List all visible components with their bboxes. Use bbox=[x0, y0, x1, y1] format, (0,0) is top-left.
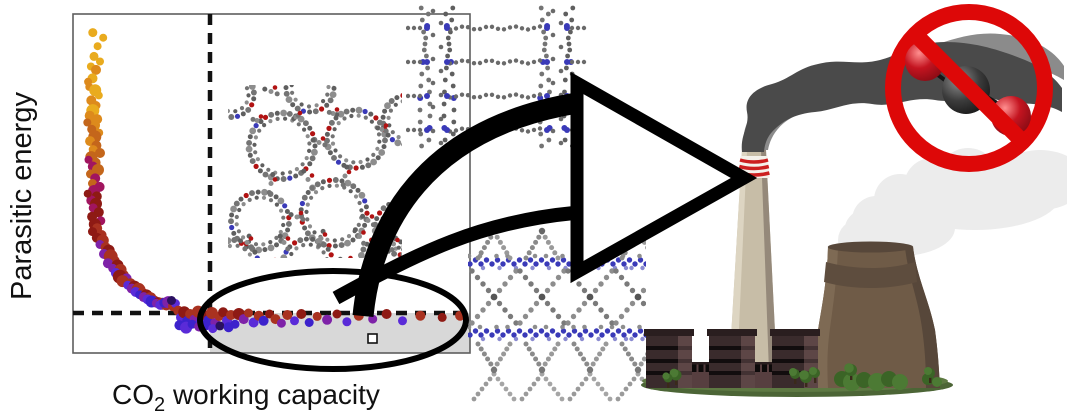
trees bbox=[662, 363, 942, 391]
cooling-tower bbox=[815, 241, 940, 388]
no-co2-sign bbox=[885, 4, 1053, 172]
power-plant bbox=[641, 33, 1067, 397]
shaded-region bbox=[210, 313, 470, 353]
scatter-points bbox=[83, 28, 466, 334]
x-axis-label: CO2 working capacity bbox=[112, 379, 380, 416]
mof-structure-zigzag bbox=[468, 227, 646, 402]
plot-frame bbox=[72, 13, 471, 354]
smokestack bbox=[729, 150, 777, 372]
scatter-plot: Parasitic energy CO2 working capacity bbox=[6, 13, 471, 416]
factory-buildings bbox=[644, 329, 820, 388]
y-axis-label: Parasitic energy bbox=[6, 92, 38, 300]
mof-structure-pores bbox=[228, 85, 402, 258]
prohibition-slash bbox=[909, 28, 1029, 148]
arrow-tail-lower bbox=[332, 206, 575, 305]
highlight-ellipse bbox=[197, 268, 469, 372]
open-square-marker bbox=[367, 333, 378, 344]
curved-arrow bbox=[332, 71, 758, 318]
arrow-head bbox=[570, 71, 758, 284]
smoke-dark-layer bbox=[741, 42, 1062, 152]
prohibition-ring bbox=[885, 4, 1053, 172]
